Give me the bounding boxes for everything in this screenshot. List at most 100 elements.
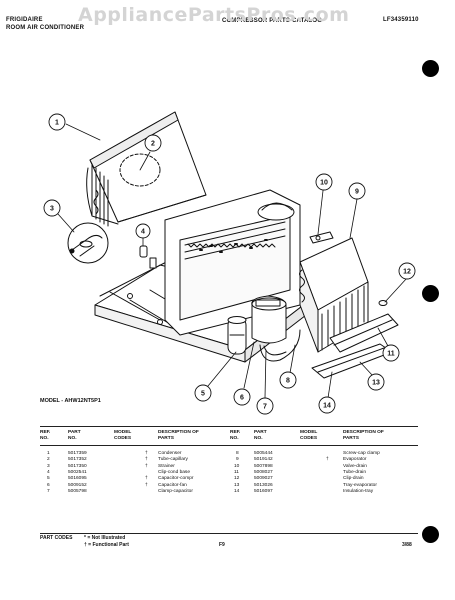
table-row-desc: Evaporator [343,457,367,463]
callout-5 [194,384,212,402]
table-row-desc: Clip-cond base [158,469,190,475]
callout-label: 8 [286,378,290,385]
part-codes-label: PART CODES [40,535,73,541]
callout-10 [315,173,333,191]
callout-9 [348,182,366,200]
callout-label: 11 [387,351,395,358]
table-row-part: 5002541 [68,469,87,475]
table-row-ref: 12 [234,476,240,482]
callout-label: 1 [55,120,59,127]
table-row-part: 5009152 [68,482,87,488]
table-top-rule [40,426,418,427]
table-row-desc: Insulation-tray [343,488,374,494]
callout-label: 9 [355,189,359,196]
evaporator-drawing [299,237,369,353]
table-row-ref: 5 [47,476,50,482]
callout-label: 14 [323,403,331,410]
callout-label: 10 [320,180,328,187]
table-row-ref: 13 [234,482,240,488]
watermark: AppliancePartsPros.com [78,4,350,26]
capacitor-drawing [227,316,247,355]
table-row-part: 5017350 [68,463,87,469]
callout-1 [48,113,66,131]
table-row-ref: 9 [236,457,239,463]
tubing-drawing [259,329,301,362]
table-row-part: 5017359 [68,451,87,456]
callout-label: 5 [201,391,205,398]
table-row-desc: Clip-drain [343,476,364,482]
callout-label: 2 [151,141,155,148]
table-row-desc: Tube-drain [343,469,367,475]
table-row-desc: Screw-cap clamp [343,451,380,456]
table-row-ref: 14 [234,488,240,494]
header-ref-right: REF. NO. [230,430,241,441]
callout-8 [279,371,297,389]
code-functional-part: † = Functional Part [84,542,129,548]
drain-tube-drawing [329,313,399,353]
callout-12 [398,262,416,280]
binder-hole-middle [422,285,439,302]
leader-lines [57,123,408,399]
table-row-desc: Tray-evaporator [343,482,377,488]
header-desc-right: DESCRIPTION OF PARTS [343,430,384,441]
table-row-ref: 8 [236,451,239,456]
callout-13 [367,373,385,391]
table-row-part: 5005444 [254,451,273,456]
condenser-drawing [86,111,207,227]
header-desc-left: DESCRIPTION OF PARTS [158,430,199,441]
table-row-mark: † [145,482,148,488]
callout-11 [382,344,400,362]
table-row-part: 5008027 [254,469,273,475]
code-not-illustrated: * = Not Illustrated [84,535,126,541]
table-bottom-rule [40,533,418,534]
callout-label: 3 [50,206,54,213]
table-row-part: 5013026 [254,482,273,488]
table-row-ref: 10 [234,463,240,469]
table-row-part: 5017352 [68,457,87,463]
table-row-desc: Condenser [158,451,182,456]
page-number: F9 [219,542,225,548]
table-row-part: 5016095 [68,476,87,482]
callout-3 [43,199,61,217]
table-row-mark: † [145,457,148,463]
table-row-mark: † [145,463,148,469]
header-mid-text: COMPRESSOR PARTS CATALOG [222,18,323,24]
header-model-right: MODEL CODES [300,430,318,441]
callout-label: 13 [372,380,380,387]
header-ref-left: REF. NO. [40,430,51,441]
callout-label: 4 [141,229,145,236]
strainer-inset [67,222,109,264]
table-row-desc: Tube-capillary [158,457,188,463]
table-row-desc: Capacitor-compr [158,476,194,482]
callout-labels: 1 2 3 4 5 6 7 8 9 10 11 12 13 14 [50,120,411,411]
table-row-desc: Clamp-capacitor [158,488,193,494]
brand-line-1: FRIGIDAIRE [6,17,43,23]
evaporator-tray-drawing [311,343,393,379]
revision-date: 3/88 [402,542,412,548]
table-row-desc: Strainer [158,463,175,469]
binder-hole-top [422,60,439,77]
callout-6 [233,388,251,406]
table-row-desc: Valve-drain [343,463,367,469]
table-row-ref: 7 [47,488,50,494]
compressor-drawing [251,295,287,344]
catalog-number: LF34359110 [383,17,419,23]
brand-line-2: ROOM AIR CONDITIONER [6,25,85,31]
table-row-desc: Capacitor-fan [158,482,187,488]
table-row-ref: 3 [47,463,50,469]
binder-hole-bottom [422,526,439,543]
table-header-rule [40,445,418,446]
table-row-part: 5007898 [254,463,273,469]
callout-2 [144,134,162,152]
header-part-left: PART NO. [68,430,81,441]
table-row-ref: 11 [234,469,239,475]
callout-label: 6 [240,395,244,402]
callout-label: 12 [403,269,411,276]
callout-7 [256,397,274,415]
cond-clip-drawing [139,245,148,258]
table-row-part: 5009027 [254,476,273,482]
callout-14 [318,396,336,414]
header-part-right: PART NO. [254,430,267,441]
callout-label: 7 [263,404,267,411]
